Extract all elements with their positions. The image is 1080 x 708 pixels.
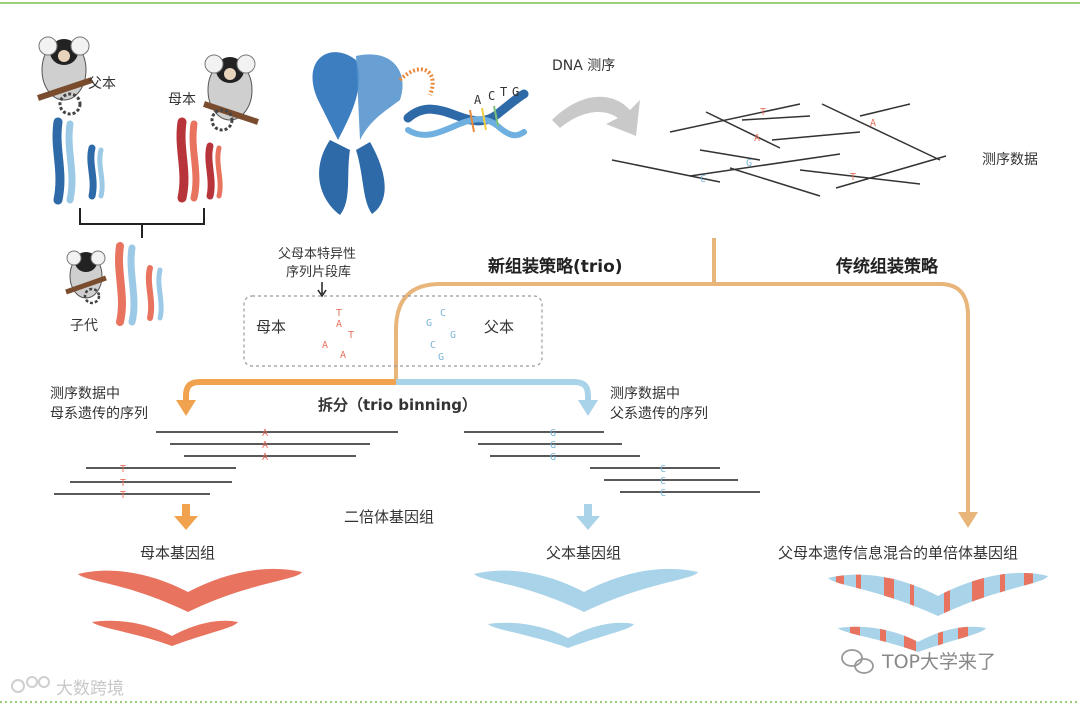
read-base: C: [660, 488, 666, 499]
binning-label: 拆分（trio binning）: [318, 396, 477, 414]
read-base: C: [660, 464, 666, 475]
offspring-chromosomes: [115, 242, 164, 326]
seq-base: T: [760, 107, 766, 118]
library-mother-label: 母本: [256, 318, 286, 336]
watermark-right: TOP大学来了: [881, 651, 996, 673]
lib-mother-base: T: [348, 330, 354, 341]
maternal-genome-shape: [92, 620, 238, 646]
read-base: G: [550, 440, 556, 451]
helix-base: A: [474, 93, 482, 107]
seq-base: A: [754, 133, 760, 144]
lib-father-base: G: [450, 330, 456, 341]
helix-bases: A C T G: [474, 85, 519, 107]
dna-seq-label: DNA 测序: [552, 58, 615, 74]
read-base: T: [120, 464, 126, 475]
right-reads-label-line1: 测序数据中: [610, 386, 680, 402]
maternal-reads: [54, 431, 398, 495]
library-box: [243, 295, 543, 367]
seq-data-bases: T A G C A T: [700, 107, 876, 185]
maternal-genome-label: 母本基因组: [140, 544, 215, 562]
left-reads-label-line2: 母系遗传的序列: [50, 406, 148, 422]
seq-data-label: 测序数据: [982, 152, 1038, 168]
paternal-genome-shape: [474, 568, 698, 612]
lib-mother-base: T: [336, 308, 342, 319]
read-base: A: [262, 440, 268, 451]
right-reads-label-line2: 父系遗传的序列: [610, 406, 708, 422]
offspring-marmoset-icon: [65, 250, 107, 305]
library-father-label: 父本: [484, 318, 514, 336]
library-label-line2: 序列片段库: [286, 264, 351, 280]
read-base: A: [262, 428, 268, 439]
new-strategy-path: [394, 282, 714, 382]
watermark-left: 大数跨境: [56, 679, 124, 699]
read-base: G: [550, 428, 556, 439]
paternal-split-arrowhead: [578, 400, 598, 416]
trad-strategy-label: 传统组装策略: [835, 256, 939, 277]
maternal-read-bases: A A A T T T: [120, 428, 268, 501]
father-chromosomes: [52, 117, 105, 205]
mother-label: 母本: [168, 92, 196, 108]
sequencing-arrow-icon: [552, 96, 640, 136]
paternal-read-bases: G G G C C C: [550, 428, 666, 499]
read-base: T: [120, 490, 126, 501]
lib-mother-base: A: [340, 350, 346, 361]
maternal-down-arrow-icon: [174, 504, 198, 530]
read-base: G: [550, 452, 556, 463]
sequencing-reads-scatter: [611, 103, 947, 197]
seq-base: G: [746, 158, 752, 169]
read-base: A: [262, 452, 268, 463]
library-label-line1: 父母本特异性: [278, 247, 356, 262]
lib-mother-base: A: [322, 340, 328, 351]
haploid-genome-label: 父母本遗传信息混合的单倍体基因组: [778, 544, 1018, 562]
paternal-reads: [464, 431, 760, 493]
cross-bracket: [79, 208, 205, 238]
maternal-split-arrowhead: [176, 400, 196, 416]
wechat-icon: [841, 649, 874, 674]
lib-mother-base: A: [336, 319, 342, 330]
read-base: C: [660, 476, 666, 487]
haploid-genome-shape: [828, 572, 1048, 616]
mother-chromosomes: [176, 117, 223, 203]
seq-base: A: [870, 118, 876, 129]
paternal-genome-shape: [488, 622, 634, 648]
father-label: 父本: [88, 76, 116, 92]
helix-base: G: [512, 85, 519, 99]
lib-father-base: C: [430, 340, 436, 351]
seq-base: C: [700, 174, 706, 185]
read-base: T: [120, 478, 126, 489]
diploid-label: 二倍体基因组: [344, 508, 434, 526]
left-reads-label-line1: 测序数据中: [50, 386, 120, 402]
lib-father-base: G: [426, 318, 432, 329]
trad-strategy-path: [714, 282, 970, 516]
dna-helix: [403, 89, 529, 139]
lib-father-base: G: [438, 352, 444, 363]
helix-base: T: [500, 85, 507, 99]
library-father-bases: C G G C G: [426, 308, 456, 363]
paternal-down-arrow-icon: [576, 504, 600, 530]
maternal-split-arrow: [183, 379, 396, 404]
library-down-arrow-icon: [317, 282, 327, 298]
mother-marmoset-icon: [203, 54, 259, 132]
offspring-label: 子代: [70, 318, 98, 334]
father-marmoset-icon: [37, 36, 93, 116]
new-strategy-label: 新组装策略(trio): [488, 256, 623, 277]
paternal-split-arrow: [396, 379, 591, 404]
watermark-left-logo-icon: [11, 676, 50, 693]
trad-strategy-arrowhead: [958, 512, 978, 528]
library-mother-bases: T A T A A: [322, 308, 354, 361]
helix-base: C: [488, 89, 495, 103]
lib-father-base: C: [440, 308, 446, 319]
seq-base: T: [850, 172, 856, 183]
maternal-genome-shape: [78, 568, 302, 612]
chromosome-illustration: [312, 52, 435, 215]
paternal-genome-label: 父本基因组: [546, 544, 621, 562]
